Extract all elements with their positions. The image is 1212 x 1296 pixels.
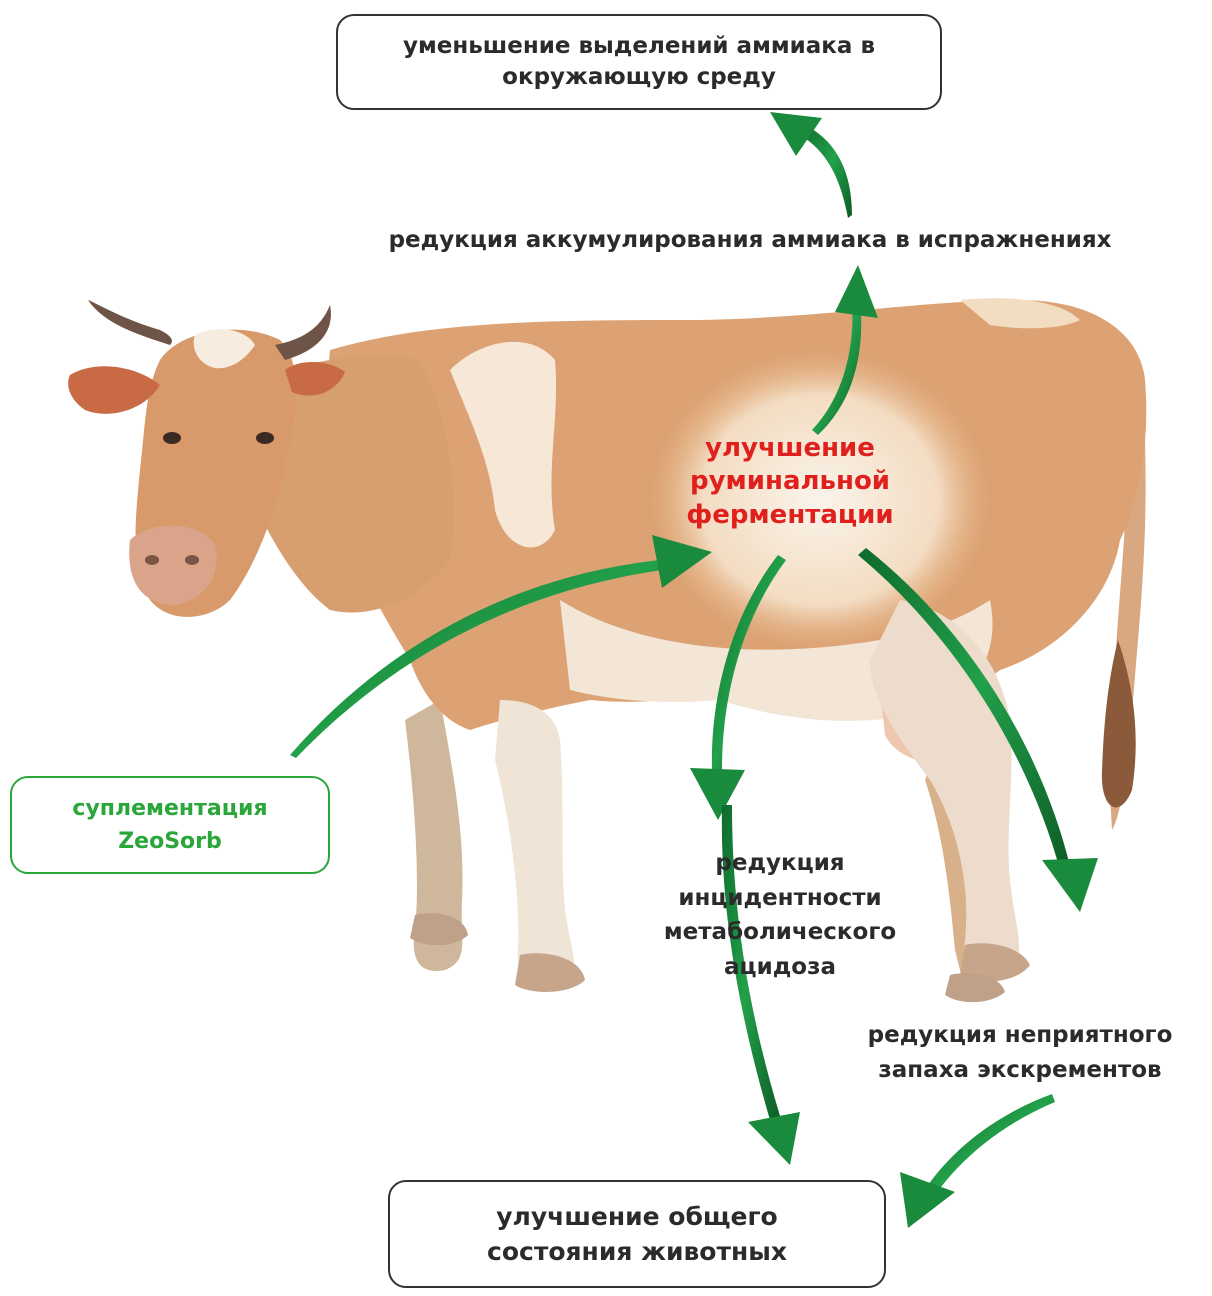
ammonia-accumulation-label: редукция аккумулирования аммиака в испра… [300,226,1200,255]
top-box-line-1: уменьшение выделений аммиака в [403,31,875,62]
acidosis-line-1: редукция [630,846,930,881]
arrow-odor-to-bottom [900,1094,1055,1228]
rumen-fermentation-line-1: улучшение [650,432,930,465]
cow-left-eye [163,432,181,444]
rumen-fermentation-label: улучшение руминальной ферментации [650,432,930,532]
odor-line-2: запаха экскрементов [835,1053,1205,1088]
odor-line-1: редукция неприятного [835,1018,1205,1053]
odor-reduction-label: редукция неприятного запаха экскрементов [835,1018,1205,1087]
cow-illustration [68,298,1146,1002]
rumen-fermentation-line-3: ферментации [650,499,930,532]
arrow-head [835,265,878,318]
bottom-box-line-2: состояния животных [487,1234,787,1269]
rumen-fermentation-line-2: руминальной [650,465,930,498]
ammonia-accumulation-text: редукция аккумулирования аммиака в испра… [300,226,1200,255]
top-box-reduced-ammonia-emission: уменьшение выделений аммиака в окружающу… [336,14,942,110]
arrow-head [900,1172,955,1228]
acidosis-line-2: инцидентности [630,881,930,916]
arrow-head [690,768,745,820]
arrow-head [1042,858,1098,912]
acidosis-line-4: ацидоза [630,950,930,985]
supplement-zeosorb-box: суплементация ZeoSorb [10,776,330,874]
arrow-shaft [926,1094,1055,1195]
arrow-shaft [800,125,852,218]
bottom-box-line-1: улучшение общего [496,1199,777,1234]
supplement-line-2: ZeoSorb [118,825,222,858]
top-box-line-2: окружающую среду [502,62,776,93]
cow-left-nostril [145,555,159,565]
cow-right-horn [275,305,331,360]
acidosis-label: редукция инцидентности метаболического а… [630,846,930,984]
cow-right-nostril [185,555,199,565]
cow-left-horn [88,300,172,345]
acidosis-line-3: метаболического [630,915,930,950]
cow-front-hoof [515,953,585,992]
bottom-box-animal-wellbeing: улучшение общего состояния животных [388,1180,886,1288]
arrow-head [748,1112,800,1165]
cow-front-leg-near [495,700,574,986]
arrow-to-top-box [770,112,852,218]
supplement-line-1: суплементация [72,792,267,825]
cow-left-ear [68,366,160,414]
cow-right-eye [256,432,274,444]
